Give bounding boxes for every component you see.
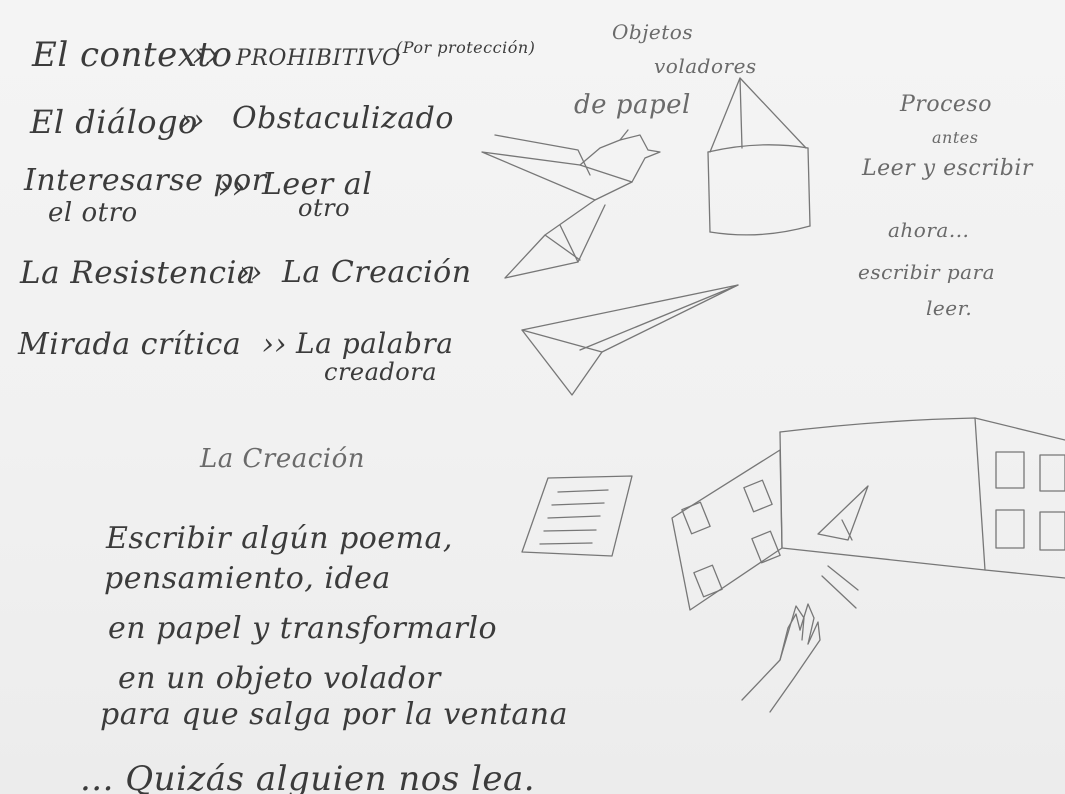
- hand-icon: [741, 603, 821, 713]
- mirada-critica-label: Mirada crítica: [18, 327, 242, 362]
- paper-airplane-icon: [521, 284, 739, 396]
- la-creacion-label: La Creación: [282, 255, 472, 290]
- proceso-label: Proceso: [900, 92, 992, 117]
- antes-label: antes: [932, 128, 979, 147]
- leer-escribir-label: Leer y escribir: [862, 156, 1033, 181]
- creation-line-5: para que salga por la ventana: [100, 697, 569, 732]
- otro-label: otro: [298, 194, 351, 222]
- obstaculizado-label: Obstaculizado: [232, 101, 454, 136]
- objetos-label: Objetos: [612, 20, 694, 44]
- creation-closing: ... Quizás alguien nos lea.: [80, 759, 536, 794]
- creation-line-4: en un objeto volador: [118, 661, 441, 696]
- arrow-5: ››: [262, 327, 287, 362]
- ahora-label: ahora...: [888, 218, 970, 242]
- paper-house-icon: [707, 77, 811, 236]
- creation-line-1: Escribir algún poema,: [106, 521, 453, 556]
- creation-line-2: pensamiento, idea: [104, 561, 391, 596]
- arrow-1: ››: [192, 35, 221, 75]
- building-window-icon: [671, 417, 1065, 611]
- arrow-2: ››: [180, 103, 205, 138]
- arrow-3: ››: [218, 167, 247, 207]
- leer-label: leer.: [926, 296, 973, 320]
- creation-line-3: en papel y transformarlo: [108, 611, 498, 646]
- prohibitivo-label: PROHIBITIVO: [236, 46, 401, 71]
- de-papel-label: de papel: [574, 90, 691, 120]
- la-palabra-label: La palabra: [296, 327, 454, 360]
- por-proteccion-note: (Por protección): [396, 38, 536, 57]
- escribir-para-label: escribir para: [858, 260, 996, 284]
- creadora-label: creadora: [324, 358, 438, 386]
- paper-sheet-icon: [521, 475, 633, 557]
- contexto-label: El contexto: [32, 35, 233, 75]
- el-otro-label: el otro: [48, 198, 138, 228]
- creation-heading: La Creación: [200, 444, 366, 474]
- leer-al-label: Leer al: [262, 167, 373, 202]
- resistencia-label: La Resistencia: [20, 255, 256, 291]
- voladores-label: voladores: [654, 54, 757, 78]
- dialogo-label: El diálogo: [30, 103, 198, 141]
- interesarse-label: Interesarse por: [24, 163, 267, 198]
- arrow-4: ››: [238, 255, 263, 290]
- origami-bird-icon: [481, 129, 661, 279]
